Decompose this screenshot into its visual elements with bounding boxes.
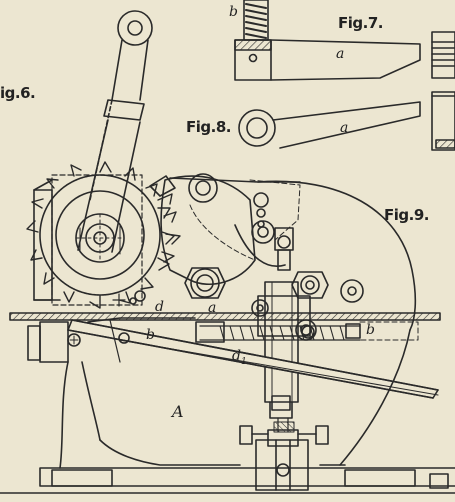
- label-d1: d1: [232, 348, 247, 367]
- fig7-drawing: [234, 0, 455, 81]
- label-d1-subscript: 1: [240, 356, 247, 367]
- label-d1-base: d: [232, 348, 241, 364]
- fig6-caption: ig.6.: [0, 84, 36, 102]
- fig9-drawing: [0, 10, 455, 494]
- label-a-mid: a: [208, 300, 217, 316]
- fig9-caption: Fig.9.: [384, 206, 429, 224]
- label-a-fig7: a: [336, 46, 345, 62]
- label-d-left: d: [155, 299, 164, 315]
- fig8-caption: Fig.8.: [186, 118, 231, 136]
- label-b-fig7: b: [229, 4, 238, 20]
- fig8-drawing: [238, 91, 455, 151]
- label-b-right: b: [366, 322, 375, 338]
- label-A: A: [172, 402, 184, 421]
- label-a-fig8: a: [340, 120, 349, 136]
- fig7-caption: Fig.7.: [338, 14, 383, 32]
- label-b-left: b: [146, 327, 155, 343]
